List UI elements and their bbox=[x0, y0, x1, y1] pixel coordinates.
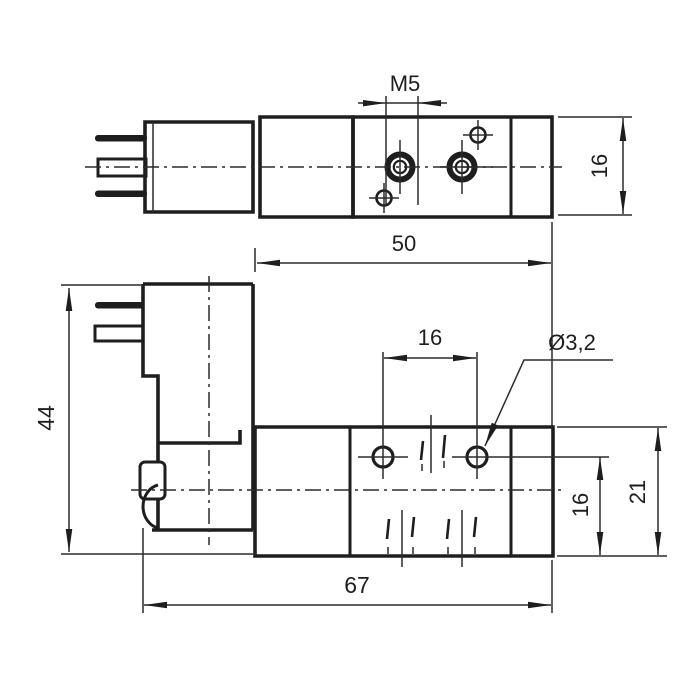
label-valve-body-height: 21 bbox=[625, 480, 650, 504]
valve-body-side-view bbox=[253, 425, 555, 558]
solenoid-column-side-view bbox=[141, 282, 255, 532]
label-hole-spacing: 16 bbox=[418, 325, 442, 350]
dim-overall-length-67: 67 bbox=[142, 528, 553, 613]
manual-override-button bbox=[138, 460, 167, 530]
screw-hole-bottom-left bbox=[369, 183, 399, 213]
label-hole-diameter: Ø3,2 bbox=[548, 330, 596, 355]
dim-valve-body-height-21: 21 bbox=[557, 426, 667, 557]
mounting-hole-right bbox=[452, 445, 609, 469]
pin-solid-side bbox=[95, 302, 144, 309]
label-hole-to-base: 16 bbox=[568, 493, 593, 517]
button-dome-arc bbox=[141, 483, 159, 530]
dim-valve-length-50: 50 bbox=[254, 222, 553, 427]
side-view: 44 16 Ø3,2 21 16 bbox=[33, 276, 667, 613]
port-marks-top-face bbox=[419, 415, 447, 473]
top-view: M5 16 50 bbox=[85, 71, 632, 427]
label-body-width: 16 bbox=[587, 154, 612, 178]
label-valve-length: 50 bbox=[392, 231, 416, 256]
valve-body-top-view bbox=[351, 115, 554, 219]
dim-hole-spacing-16: 16 bbox=[382, 325, 478, 479]
dim-body-width-16: 16 bbox=[558, 116, 632, 216]
connector-pins-top-view bbox=[95, 135, 148, 197]
label-thread-size: M5 bbox=[390, 71, 421, 96]
dim-hole-to-base-16: 16 bbox=[568, 457, 604, 555]
port-marks-bottom-face bbox=[385, 510, 478, 567]
label-overall-length: 67 bbox=[344, 572, 370, 598]
dim-hole-diameter: Ø3,2 bbox=[484, 330, 613, 447]
pin-top bbox=[95, 135, 147, 142]
pin-hollow-side bbox=[93, 324, 145, 343]
screw-hole-top-right bbox=[463, 120, 493, 150]
connector-pins-side-view bbox=[93, 302, 145, 343]
dim-overall-height-44: 44 bbox=[33, 284, 256, 555]
dim-thread-m5: M5 bbox=[358, 71, 447, 205]
label-overall-height: 44 bbox=[33, 405, 59, 431]
pin-bottom bbox=[95, 190, 147, 197]
